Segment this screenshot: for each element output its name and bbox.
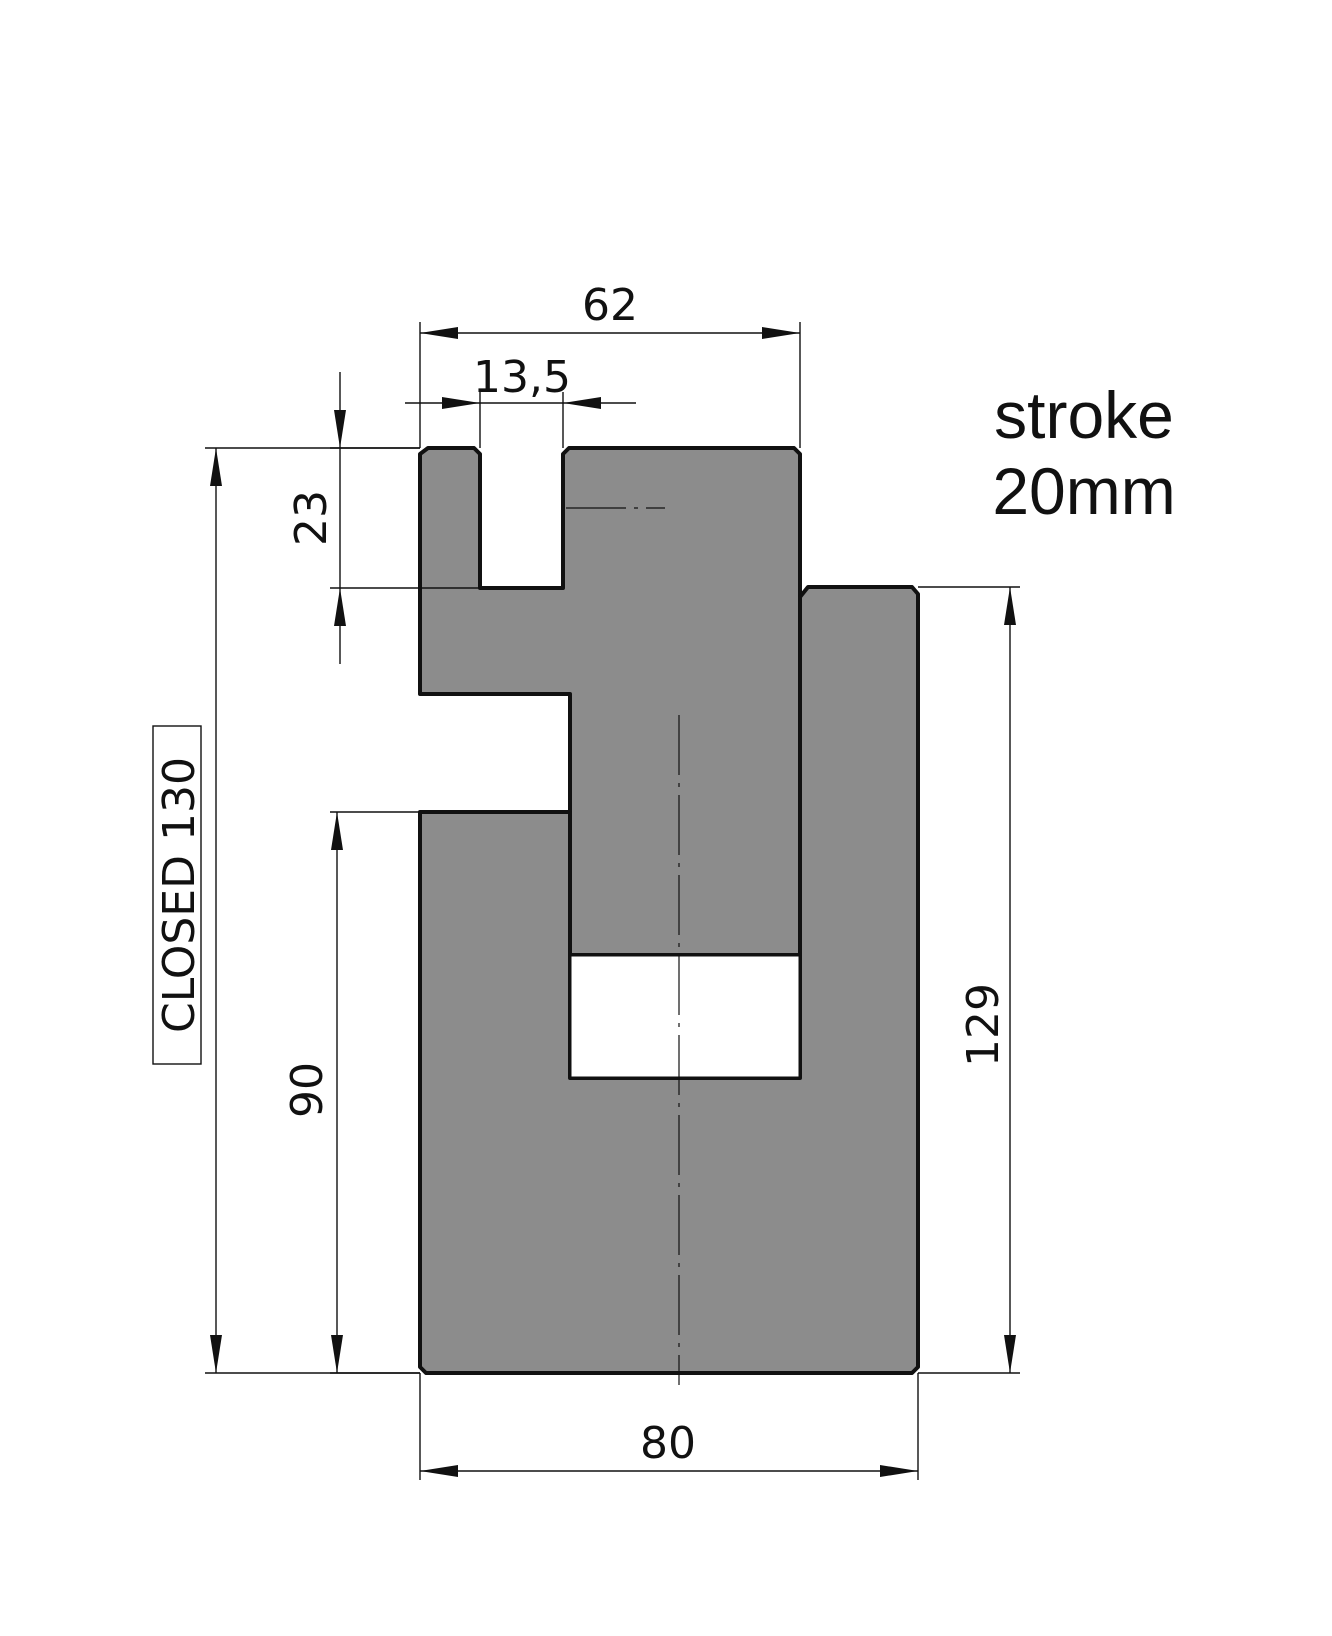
stroke-note-line1: stroke (994, 378, 1174, 452)
dim-closed-height-label: CLOSED 130 (154, 757, 205, 1033)
dim-bottom-width-label: 80 (640, 1418, 696, 1469)
dim-slot-depth: 23 (286, 372, 480, 664)
dim-lower-height-label: 90 (282, 1062, 333, 1118)
upper-profile (418, 446, 802, 957)
dim-right-height: 129 (918, 586, 1020, 1374)
dim-lower-height: 90 (282, 811, 420, 1374)
dim-top-width-label: 62 (582, 280, 638, 331)
dim-slot-depth-label: 23 (286, 490, 337, 546)
stroke-note-line2: 20mm (992, 454, 1175, 528)
dim-top-width: 62 (419, 280, 801, 448)
dim-closed-height: CLOSED 130 (152, 447, 420, 1374)
stroke-gap (568, 953, 802, 1080)
dim-slot-width-label: 13,5 (473, 352, 571, 403)
dim-slot-width: 13,5 (405, 352, 636, 448)
stroke-note: stroke 20mm (992, 378, 1175, 528)
dim-right-height-label: 129 (958, 983, 1009, 1067)
dim-bottom-width: 80 (419, 1373, 919, 1480)
